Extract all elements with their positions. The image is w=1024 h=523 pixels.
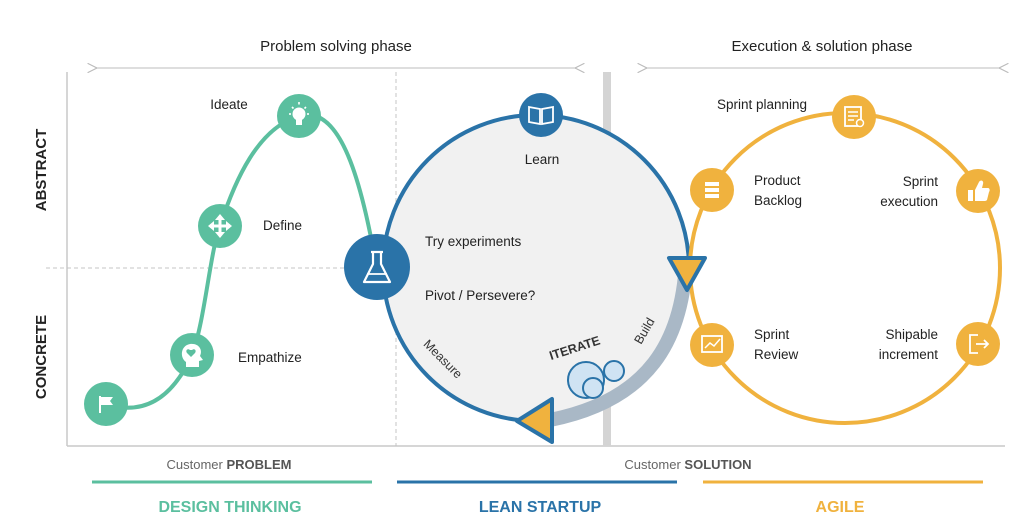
define-node — [198, 204, 242, 248]
execution-phase-title: Execution & solution phase — [732, 38, 913, 55]
planning-doc-icon — [844, 106, 865, 128]
move-arrows-icon — [208, 214, 232, 238]
customer-solution-prefix: Customer — [624, 457, 681, 472]
sprint-review-label-1: Sprint — [754, 327, 790, 342]
review-chart-icon — [701, 335, 723, 353]
axis-label-concrete: CONCRETE — [33, 315, 50, 399]
backlog-list-icon — [705, 182, 719, 198]
shipable-increment-label-2: increment — [879, 347, 939, 362]
product-backlog-label-1: Product — [754, 173, 801, 188]
ship-exit-icon — [969, 334, 990, 354]
design-thinking-title: DESIGN THINKING — [158, 499, 301, 516]
learn-label: Learn — [525, 152, 560, 167]
product-backlog-label-2: Backlog — [754, 193, 802, 208]
flag-icon — [99, 396, 113, 413]
measure-direction-triangle — [515, 397, 554, 444]
shipable-increment-label-1: Shipable — [885, 327, 938, 342]
pivot-persevere-label: Pivot / Persevere? — [425, 288, 535, 303]
customer-solution-label: Customer SOLUTION — [624, 457, 751, 472]
agile-loop — [688, 111, 1002, 425]
empathize-node — [84, 382, 128, 426]
sprint-planning-label: Sprint planning — [717, 97, 807, 112]
problem-phase-title: Problem solving phase — [260, 38, 412, 55]
sprint-execution-label-1: Sprint — [903, 174, 939, 189]
iterate-arc — [548, 261, 693, 427]
customer-problem-label: Customer PROBLEM — [167, 457, 292, 472]
sprint-execution-label-2: execution — [880, 194, 938, 209]
lightbulb-icon — [289, 102, 309, 125]
shipable-increment-node — [956, 322, 1000, 366]
customer-solution-word: SOLUTION — [684, 457, 751, 472]
iterate-bubbles — [567, 360, 625, 399]
flask-icon — [362, 250, 392, 284]
learn-node — [519, 93, 563, 137]
thumbs-up-icon — [968, 180, 990, 201]
axis-label-abstract: ABSTRACT — [33, 129, 50, 212]
experiment-node — [344, 234, 410, 300]
heart-head-icon — [181, 343, 203, 367]
customer-problem-word: PROBLEM — [226, 457, 291, 472]
book-icon — [528, 105, 554, 126]
agile-title: AGILE — [816, 499, 865, 516]
product-backlog-node — [690, 168, 734, 212]
sprint-planning-node — [832, 95, 876, 139]
sprint-review-node — [690, 323, 734, 367]
define-label: Define — [263, 218, 302, 233]
customer-problem-prefix: Customer — [167, 457, 224, 472]
try-experiments-label: Try experiments — [425, 234, 522, 249]
build-direction-triangle — [667, 256, 707, 292]
ideate-node — [277, 94, 321, 138]
lean-startup-title: LEAN STARTUP — [479, 499, 602, 516]
empathize-label: Empathize — [238, 350, 302, 365]
empathize-step — [170, 333, 214, 377]
ideate-label: Ideate — [210, 97, 248, 112]
sprint-execution-node — [956, 169, 1000, 213]
sprint-review-label-2: Review — [754, 347, 799, 362]
